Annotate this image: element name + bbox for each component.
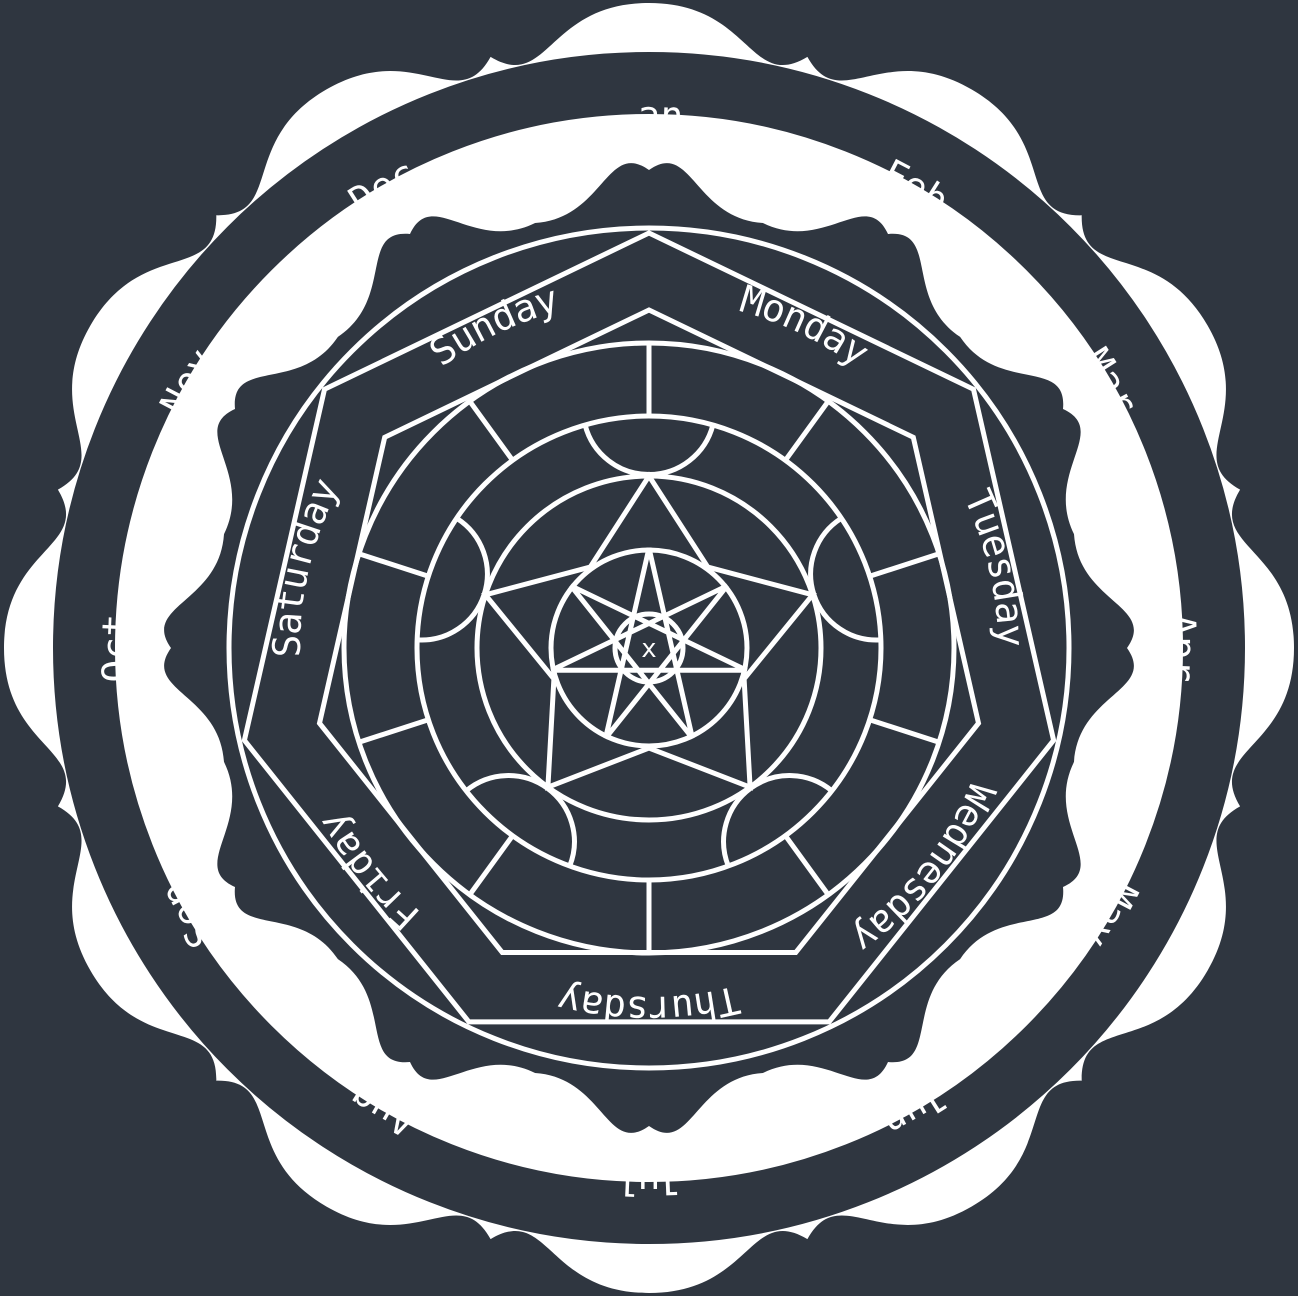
spoke-line (783, 834, 831, 897)
month-label-text: Apr (1159, 613, 1204, 684)
outer-heptagon (241, 230, 1057, 1025)
spoke-line (467, 834, 515, 897)
month-label-text: Jul (614, 1158, 684, 1203)
day-label: Saturday (265, 471, 348, 657)
month-label: Jul (614, 1158, 684, 1203)
scallop-arc (582, 424, 716, 477)
spoke-line (868, 551, 940, 579)
month-band (53, 52, 1245, 1244)
month-label-text: Oct (94, 613, 139, 684)
spoke-line (358, 717, 430, 745)
scallop-arcs (416, 424, 882, 867)
spoke-line (783, 399, 831, 462)
lotus-petal-border (4, 3, 1294, 1293)
wheel-lines (226, 225, 1072, 1071)
day-label-text: Saturday (265, 471, 348, 657)
day-label: Wednesday (844, 777, 1004, 963)
center-label: x (641, 634, 657, 664)
spoke-line (868, 717, 940, 745)
month-label: Apr (1159, 613, 1204, 684)
pentagram-star (481, 471, 817, 791)
petal-ring (4, 3, 1294, 1293)
scallop-arc (464, 773, 577, 867)
outer-circle (226, 225, 1072, 1071)
scallop-arc (808, 516, 882, 643)
month-label: Oct (94, 613, 139, 684)
day-label-text: Tuesday (956, 483, 1034, 648)
scallop-arc (416, 516, 490, 643)
heptagram-star (550, 547, 748, 740)
day-label: Tuesday (956, 483, 1034, 648)
spoke-line (358, 551, 430, 579)
day-label-text: Wednesday (844, 777, 1004, 963)
scallop-arc (721, 773, 834, 867)
spoke-line (467, 399, 515, 462)
